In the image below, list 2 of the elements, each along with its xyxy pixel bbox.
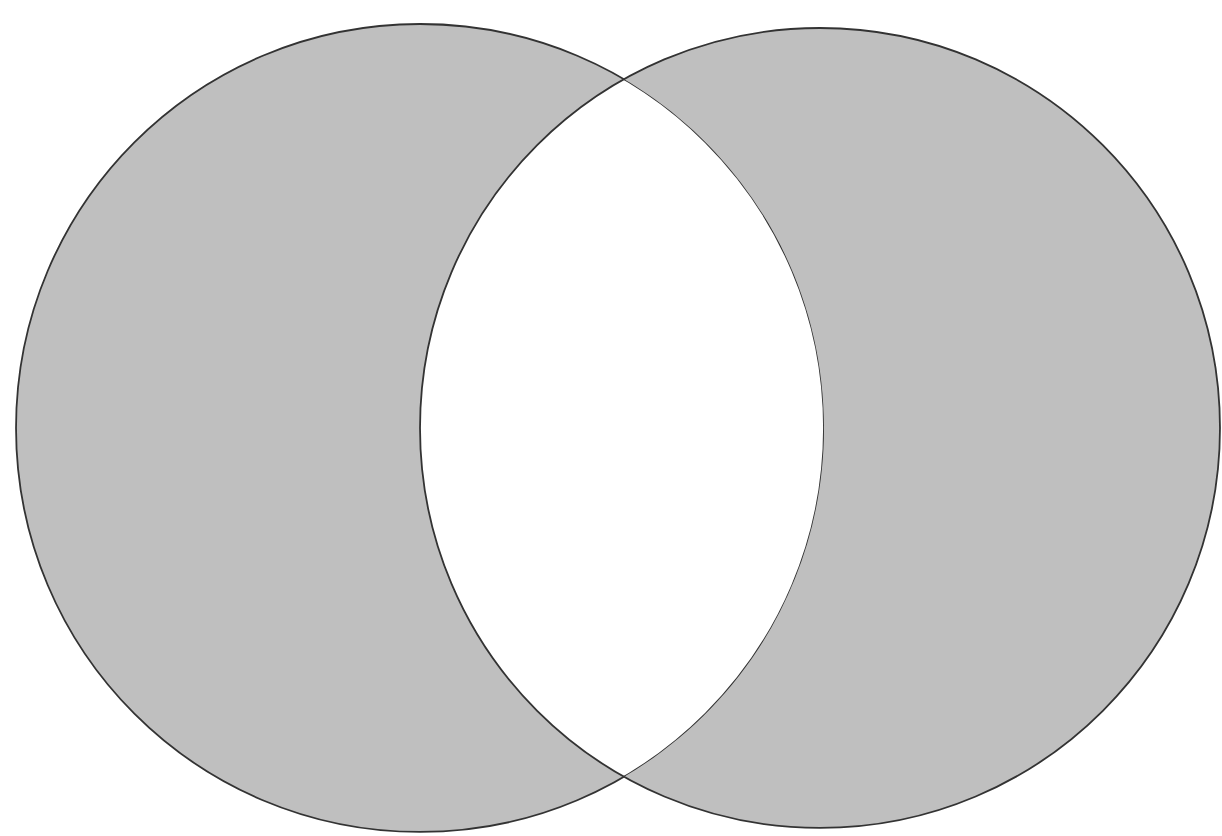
- venn-circle: [419, 27, 1221, 829]
- venn-circle: [15, 23, 825, 833]
